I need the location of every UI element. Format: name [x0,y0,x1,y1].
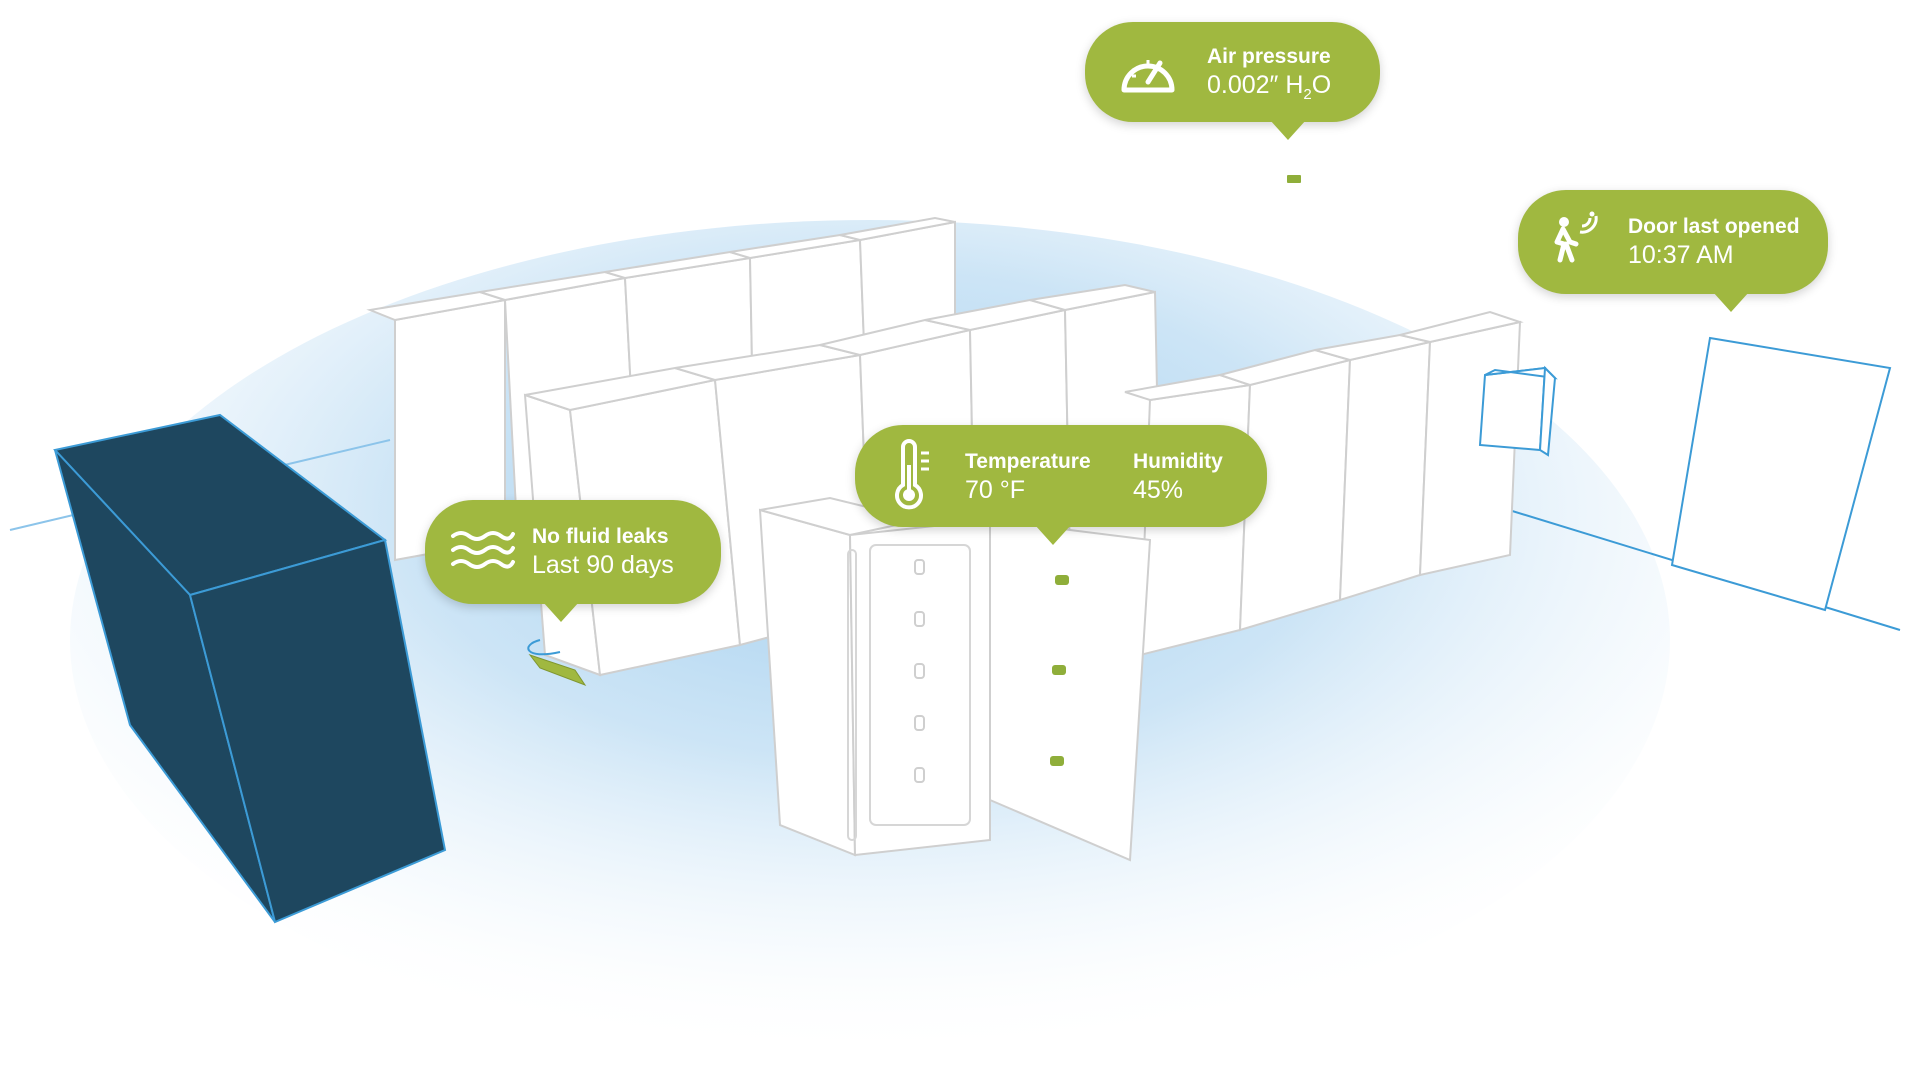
fluid-leak-label: No fluid leaks [532,525,669,548]
cabinet-slots [914,559,925,783]
fluid-leak-callout: No fluid leaks Last 90 days [425,500,721,622]
thermometer-icon [893,439,937,516]
air-pressure-value: 0.002″ H2O [1207,71,1332,103]
air-pressure-label: Air pressure [1207,45,1331,68]
temperature-value: 70 °F [965,476,1026,504]
cooling-unit [53,413,447,924]
temp-sensor-bottom [1050,756,1064,766]
wall-box [1478,365,1558,457]
gauge-icon [1118,46,1178,101]
humidity-value: 45% [1133,476,1184,504]
open-rack-cabinet [758,496,1152,862]
pressure-sensor [1287,175,1301,183]
air-pressure-callout: Air pressure 0.002″ H2O [1085,22,1380,140]
door-value: 10:37 AM [1628,241,1734,269]
humidity-label: Humidity [1133,450,1223,473]
water-waves-icon [450,528,516,577]
temperature-humidity-callout: Temperature 70 °F Humidity 45% [855,425,1267,545]
door [1670,336,1892,612]
door-callout: Door last opened 10:37 AM [1518,190,1828,312]
cabinet-inner-panel [869,544,971,826]
cabinet-door-open [989,518,1152,862]
temp-sensor-middle [1052,665,1066,675]
temp-sensor-top [1055,575,1069,585]
door-label: Door last opened [1628,215,1800,238]
temperature-label: Temperature [965,450,1091,473]
leak-sensor [527,639,587,687]
motion-sensor-icon [1546,208,1610,277]
fluid-leak-value: Last 90 days [532,551,674,579]
